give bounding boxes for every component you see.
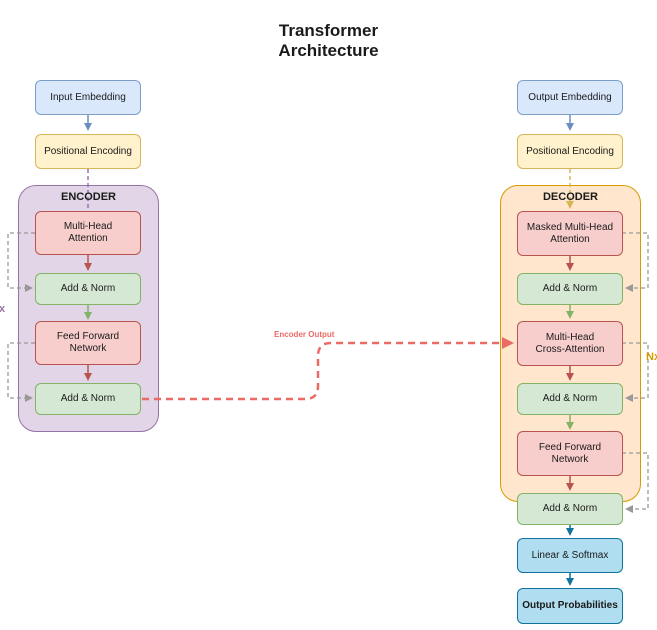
decoder-add-norm-3-box: Add & Norm <box>517 493 623 525</box>
encoder-add-norm-1-box: Add & Norm <box>35 273 141 305</box>
input-embedding-box: Input Embedding <box>35 80 141 115</box>
encoder-label: ENCODER <box>60 191 116 203</box>
decoder-residual-3 <box>622 452 649 513</box>
output-embedding-box: Output Embedding <box>517 80 623 115</box>
encoder-output-arrow <box>142 337 514 401</box>
encoder-repeat-label: Nx <box>0 303 6 315</box>
decoder-repeat-label: Nx <box>646 351 657 363</box>
encoder-add-norm-2-box: Add & Norm <box>35 383 141 415</box>
decoder-add-norm-2-box: Add & Norm <box>517 383 623 415</box>
decoder-residual-1 <box>622 232 649 292</box>
decoder-label: DECODER <box>542 191 598 203</box>
diagram-title-line2: Architecture <box>278 41 379 60</box>
encoder-positional-encoding-box: Positional Encoding <box>35 134 141 169</box>
decoder-masked-attention-box: Masked Multi-Head Attention <box>517 211 623 256</box>
linear-softmax-box: Linear & Softmax <box>517 538 623 573</box>
encoder-output-label: Encoder Output <box>274 330 335 339</box>
decoder-residual-2 <box>622 342 649 402</box>
encoder-attention-box: Multi-Head Attention <box>35 211 141 255</box>
output-probabilities-box: Output Probabilities <box>517 588 623 624</box>
encoder-residual-1 <box>7 232 35 292</box>
encoder-residual-2 <box>7 342 35 402</box>
decoder-cross-attention-box: Multi-Head Cross-Attention <box>517 321 623 366</box>
diagram-title-line1: Transformer <box>278 21 379 40</box>
decoder-positional-encoding-box: Positional Encoding <box>517 134 623 169</box>
decoder-add-norm-1-box: Add & Norm <box>517 273 623 305</box>
decoder-feed-forward-box: Feed Forward Network <box>517 431 623 476</box>
encoder-feed-forward-box: Feed Forward Network <box>35 321 141 365</box>
